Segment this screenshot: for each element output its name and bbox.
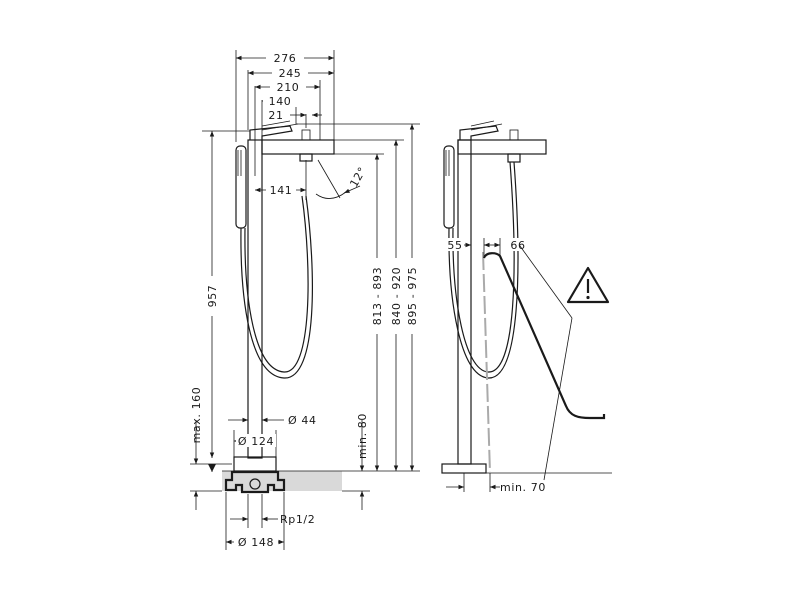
dim-276: 276 [274, 52, 297, 65]
dim-rp-thread: Rp1/2 [280, 513, 315, 526]
riser-pipe [247, 139, 263, 459]
base-rosette [233, 456, 277, 472]
side-base-plate [441, 463, 487, 474]
dim-813-893: 813 - 893 [371, 267, 384, 325]
concealed-body [224, 470, 286, 494]
bathtub-profile [482, 252, 606, 420]
dim-957: 957 [206, 285, 219, 308]
dim-max-160: max. 160 [190, 387, 203, 444]
dim-side-66: 66 [510, 239, 525, 252]
side-riser [457, 139, 472, 465]
spout-outlet [299, 153, 313, 162]
dim-245: 245 [279, 67, 302, 80]
dim-840-920: 840 - 920 [390, 267, 403, 325]
side-hose [448, 161, 519, 379]
front-view: 276 245 210 140 21 141 12° 957 [190, 50, 420, 550]
dim-210: 210 [277, 81, 300, 94]
side-head [457, 139, 547, 155]
shower-hose [240, 195, 313, 379]
dim-side-55: 55 [447, 239, 462, 252]
side-view: 55 66 min. 70 [441, 120, 612, 494]
dim-angle-12: 12° [347, 165, 369, 190]
valve-circle [249, 478, 261, 490]
dim-dia-44: Ø 44 [288, 414, 317, 427]
warning-triangle-icon [566, 266, 610, 304]
dim-21: 21 [268, 109, 283, 122]
dim-min-70: min. 70 [500, 481, 546, 494]
bathtub-wall-line [482, 251, 491, 474]
dim-dia-124: Ø 124 [238, 435, 274, 448]
dim-895-975: 895 - 975 [406, 267, 419, 325]
dim-dia-148: Ø 148 [238, 536, 274, 549]
spout-head [261, 139, 335, 155]
dim-141: 141 [270, 184, 293, 197]
dim-min-80: min. 80 [356, 413, 369, 459]
dim-140: 140 [269, 95, 292, 108]
